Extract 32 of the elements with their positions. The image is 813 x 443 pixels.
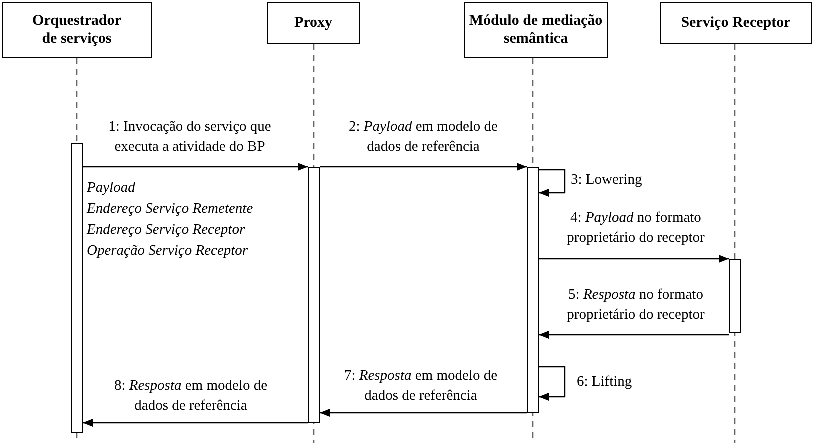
- message-arrow: [320, 409, 527, 417]
- participant-name: Orquestrador de serviços: [32, 12, 122, 48]
- message-arrow: [539, 366, 566, 401]
- message-label: 5: Resposta no formato proprietário do receptor: [566, 286, 706, 325]
- message-arrow: [83, 419, 308, 427]
- activation-bar: [308, 167, 320, 423]
- message-label: 3: Lowering: [571, 171, 642, 190]
- activation-bar: [71, 143, 83, 433]
- participant-name: Proxy: [294, 14, 333, 32]
- parameter-text: Endereço Serviço Remetente: [87, 200, 254, 219]
- message-arrow: [539, 255, 729, 263]
- participant-box: [464, 2, 608, 58]
- activation-bar: [527, 167, 539, 413]
- message-arrow: [320, 163, 527, 171]
- participant-name: Módulo de mediação semântica: [468, 12, 604, 48]
- activation-bar: [729, 259, 741, 333]
- message-label: 2: Payload em modelo de dados de referência: [348, 118, 499, 157]
- parameter-text: Endereço Serviço Receptor: [87, 221, 246, 240]
- message-label: 1: Invocação do serviço que executa a atividade do BP: [108, 118, 272, 157]
- message-arrow: [83, 163, 308, 171]
- participant-box: [660, 2, 812, 44]
- participant-name: Serviço Receptor: [681, 14, 791, 32]
- participant-box: [267, 2, 360, 44]
- message-label: 8: Resposta em modelo de dados de referência: [113, 377, 269, 416]
- parameter-text: Operação Serviço Receptor: [87, 242, 248, 261]
- message-arrow: [539, 169, 566, 197]
- parameter-text: Payload: [87, 179, 136, 198]
- message-arrow: [539, 331, 729, 339]
- message-label: 7: Resposta em modelo de dados de referência: [343, 367, 499, 406]
- participant-box: [2, 2, 152, 58]
- message-label: 6: Lifting: [577, 373, 632, 392]
- message-label: 4: Payload no formato proprietário do receptor: [566, 209, 706, 248]
